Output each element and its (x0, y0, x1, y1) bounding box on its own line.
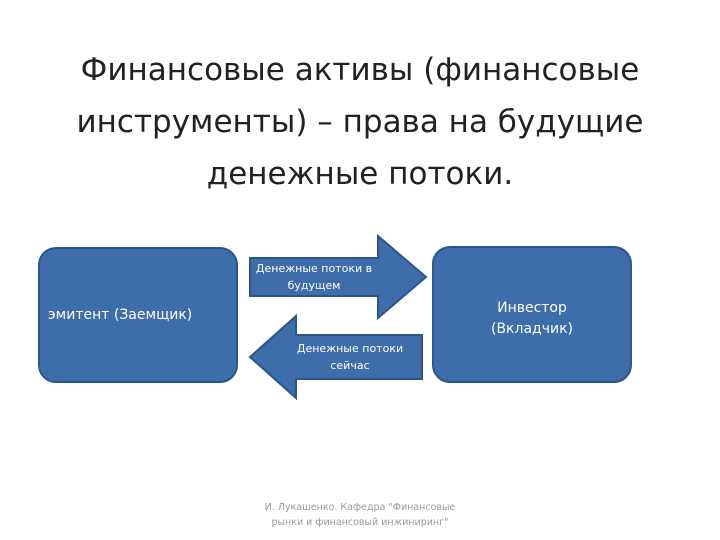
arrow-left-shape (248, 313, 423, 401)
investor-label-line-1: Инвестор (497, 300, 567, 316)
title-line-2: инструменты) – права на будущие (76, 104, 644, 140)
arrow-future-line-2: будущем (287, 279, 341, 292)
issuer-box: эмитент (Заемщик) (38, 247, 238, 383)
investor-label: Инвестор (Вкладчик) (434, 298, 630, 340)
title-line-3: денежные потоки. (206, 156, 514, 192)
investor-label-line-2: (Вкладчик) (490, 321, 574, 337)
title-line-1: Финансовые активы (финансовые (80, 52, 640, 88)
slide-title: Финансовые активы (финансовые инструмент… (30, 44, 690, 200)
arrow-future-flows-label: Денежные потоки в будущем (252, 260, 376, 294)
arrow-current-line-2: сейчас (330, 359, 370, 372)
issuer-label: эмитент (Заемщик) (48, 307, 193, 323)
arrow-current-line-1: Денежные потоки (296, 342, 404, 355)
arrow-current-flows-label: Денежные потоки сейчас (288, 340, 412, 374)
slide-footer: И. Лукашенко. Кафедра "Финансовые рынки … (230, 500, 490, 530)
arrow-right-shape (249, 233, 428, 321)
footer-line-1: И. Лукашенко. Кафедра "Финансовые (264, 502, 456, 513)
investor-box: Инвестор (Вкладчик) (432, 246, 632, 383)
footer-line-2: рынки и финансовый инжиниринг" (271, 517, 449, 528)
arrow-future-line-1: Денежные потоки в (255, 262, 373, 275)
